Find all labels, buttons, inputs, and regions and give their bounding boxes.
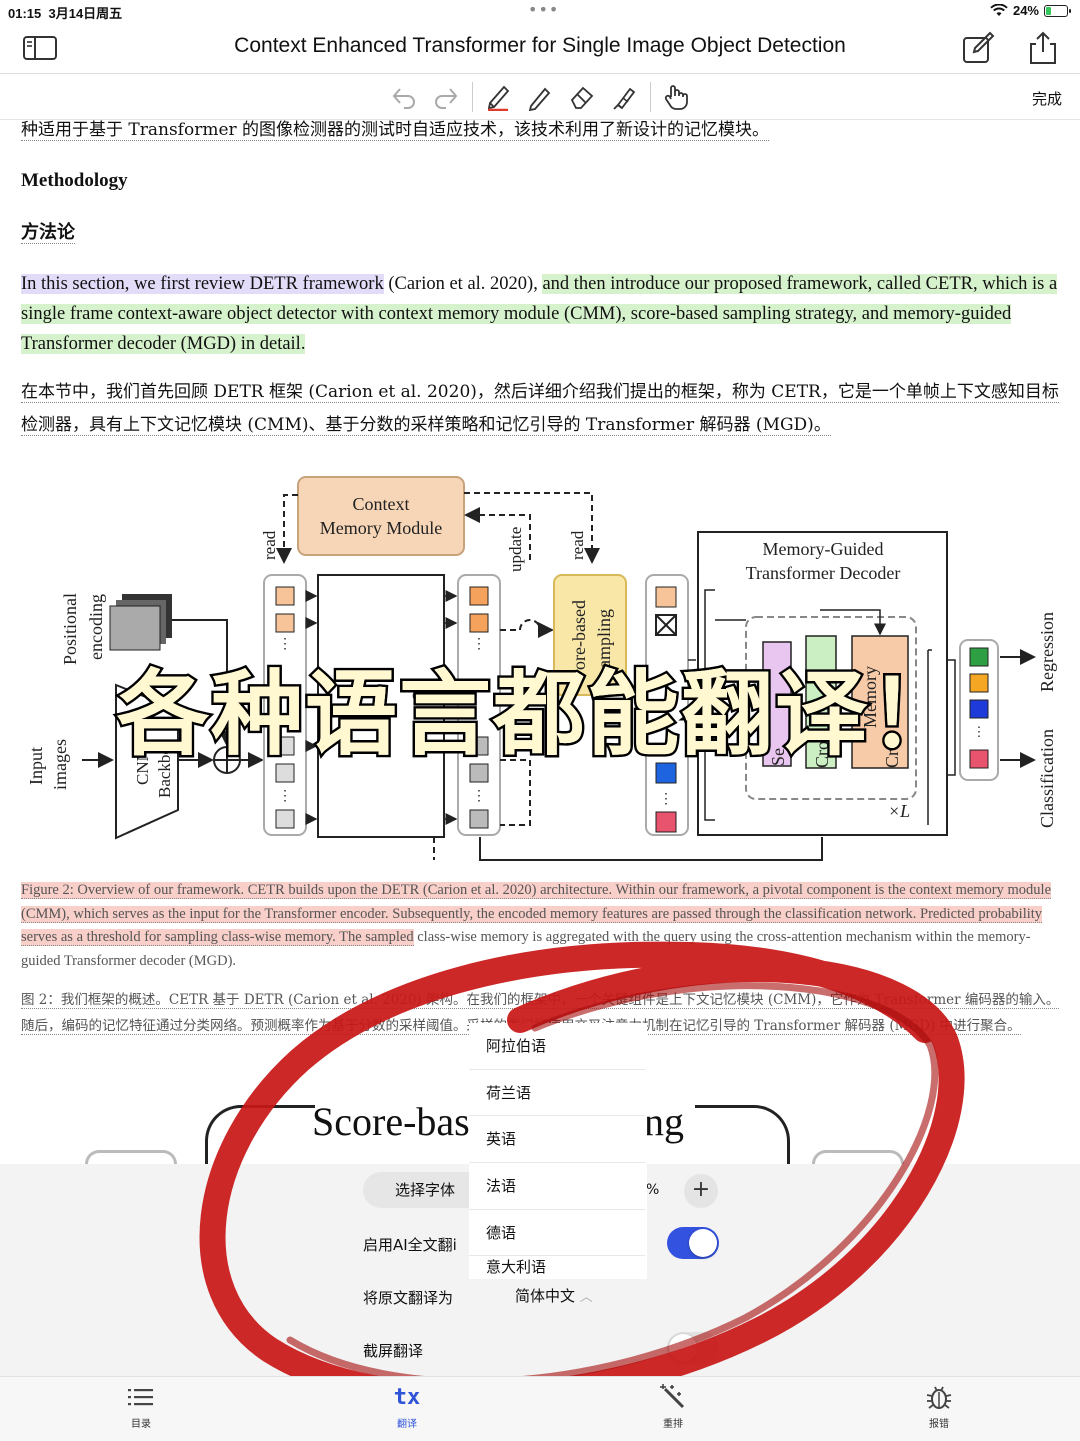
paragraph-cn: 在本节中，我们首先回顾 DETR 框架 (Carion et al. 2020)… — [21, 382, 1059, 436]
svg-text:⋮: ⋮ — [278, 637, 292, 652]
next-heading-right: ng — [644, 1099, 684, 1144]
tab-translate[interactable]: tx 翻译 — [393, 1384, 421, 1431]
pencil-icon[interactable] — [526, 83, 554, 111]
battery-icon — [1044, 4, 1071, 17]
classification-label: Classification — [1037, 729, 1057, 828]
cross-attn-label: Cros — [812, 734, 832, 768]
update-label: update — [506, 527, 525, 572]
sampling-label-2: ampling — [594, 609, 614, 668]
svg-text:⋮: ⋮ — [973, 724, 986, 739]
sampling-label-1: ore-based — [569, 600, 589, 670]
document-title: Context Enhanced Transformer for Single … — [234, 34, 846, 57]
regression-label: Regression — [1037, 612, 1057, 692]
heading-methodology-cn: 方法论 — [21, 222, 75, 244]
overlay-caption-outline: 各种语言都能翻译！ — [114, 659, 963, 771]
menu-item-arabic[interactable]: 阿拉伯语 — [469, 1023, 645, 1070]
ai-translate-label: 启用AI全文翻i — [363, 1236, 457, 1254]
svg-text:⋮: ⋮ — [472, 637, 486, 652]
svg-text:⋮: ⋮ — [278, 789, 292, 804]
eraser-icon[interactable] — [568, 83, 596, 111]
translate-icon: tx — [393, 1384, 421, 1410]
encoder-box — [317, 574, 445, 838]
memory-cross-attn-block — [851, 635, 909, 769]
annotation-toolbar: 完成 — [0, 74, 1080, 120]
read-label-1: read — [260, 530, 279, 560]
framework-figure: Context Memory Module read update read P… — [26, 476, 1057, 861]
language-menu: 阿拉伯语 荷兰语 英语 法语 德语 意大利语 — [469, 1023, 647, 1279]
tab-report[interactable]: 报错 — [899, 1381, 979, 1430]
cnn-label-1: CNN — [133, 749, 152, 785]
screenshot-translate-label: 截屏翻译 — [363, 1342, 424, 1360]
next-heading-left: Score-bas — [312, 1099, 470, 1144]
status-right: 24% — [990, 3, 1071, 18]
read-label-2: read — [568, 530, 587, 560]
memory-cross-label-2: Cro — [882, 741, 902, 768]
wifi-icon — [990, 4, 1008, 16]
memory-cross-label-1: Memory — [860, 666, 880, 728]
heading-methodology: Methodology — [21, 170, 128, 191]
positional-label-2: encoding — [86, 594, 106, 660]
translate-to-label: 将原文翻译为 — [363, 1289, 454, 1307]
bug-icon — [926, 1386, 952, 1409]
chevron-up-icon: ︿ — [579, 1290, 593, 1305]
screenshot-translate-toggle[interactable] — [667, 1332, 719, 1364]
lasso-icon[interactable] — [610, 83, 638, 111]
share-icon[interactable] — [1025, 30, 1061, 66]
paragraph-en: In this section, we first review DETR fr… — [21, 274, 1058, 354]
mgd-label-1: Memory-Guided — [763, 539, 884, 559]
self-attn-block — [762, 641, 792, 767]
target-language-select[interactable]: 简体中文 ︿ — [515, 1287, 593, 1305]
ai-translate-toggle[interactable] — [667, 1227, 719, 1259]
times-l-label: ×L — [888, 801, 910, 821]
hand-icon[interactable] — [662, 83, 690, 111]
score-sampling-box — [553, 574, 627, 696]
menu-item-german[interactable]: 德语 — [469, 1210, 645, 1257]
font-size-value: % — [646, 1182, 660, 1198]
sidebar-toggle-icon[interactable] — [22, 30, 58, 66]
pen-icon[interactable] — [484, 83, 512, 111]
cmm-label-1: Context — [353, 494, 410, 514]
magic-wand-icon — [660, 1384, 685, 1409]
encoder-label-fragment: er — [412, 684, 426, 704]
edit-icon[interactable] — [960, 30, 996, 66]
input-label-2: images — [50, 739, 70, 790]
menu-item-dutch[interactable]: 荷兰语 — [469, 1070, 645, 1117]
positional-label-1: Positional — [60, 593, 80, 665]
status-time: 01:15 3月14日周五 — [8, 6, 123, 21]
multitask-dots[interactable]: ••• — [528, 0, 560, 19]
cross-attn-block — [805, 635, 837, 769]
cmm-box — [297, 476, 465, 556]
title-bar: Context Enhanced Transformer for Single … — [0, 22, 1080, 74]
cnn-backbone — [115, 683, 179, 840]
figure-caption-en: Figure 2: Overview of our framework. CET… — [21, 882, 1052, 969]
tab-reflow[interactable]: 重排 — [633, 1381, 713, 1430]
list-icon — [128, 1389, 153, 1406]
svg-text:⋮: ⋮ — [472, 789, 486, 804]
bottom-tab-bar: 目录 tx 翻译 重排 报错 — [0, 1376, 1080, 1441]
undo-icon[interactable] — [390, 83, 418, 111]
input-label-1: Input — [26, 747, 46, 785]
menu-item-french[interactable]: 法语 — [469, 1163, 645, 1210]
tab-contents[interactable]: 目录 — [101, 1381, 181, 1430]
battery-percent: 24% — [1012, 3, 1039, 18]
font-size-plus-button[interactable]: + — [684, 1174, 718, 1208]
svg-text:⋮: ⋮ — [659, 792, 673, 807]
menu-item-italian[interactable]: 意大利语 — [469, 1256, 645, 1279]
overlay-caption: 各种语言都能翻译！ — [116, 661, 963, 768]
paragraph-cn-prev: 种适用于基于 Transformer 的图像检测器的测试时自适应技术，该技术利用… — [21, 120, 770, 141]
self-attn-label: Se — [768, 748, 788, 766]
mgd-label-2: Transformer Decoder — [746, 563, 901, 583]
status-bar: 01:15 3月14日周五 ••• 24% — [0, 0, 1080, 22]
cnn-label-2: Backbo — [155, 746, 174, 798]
done-button[interactable]: 完成 — [1031, 90, 1062, 108]
menu-item-english[interactable]: 英语 — [469, 1116, 645, 1164]
cmm-label-2: Memory Module — [320, 518, 442, 538]
document-view[interactable]: 种适用于基于 Transformer 的图像检测器的测试时自适应技术，该技术利用… — [0, 120, 1080, 1164]
redo-icon[interactable] — [432, 83, 460, 111]
